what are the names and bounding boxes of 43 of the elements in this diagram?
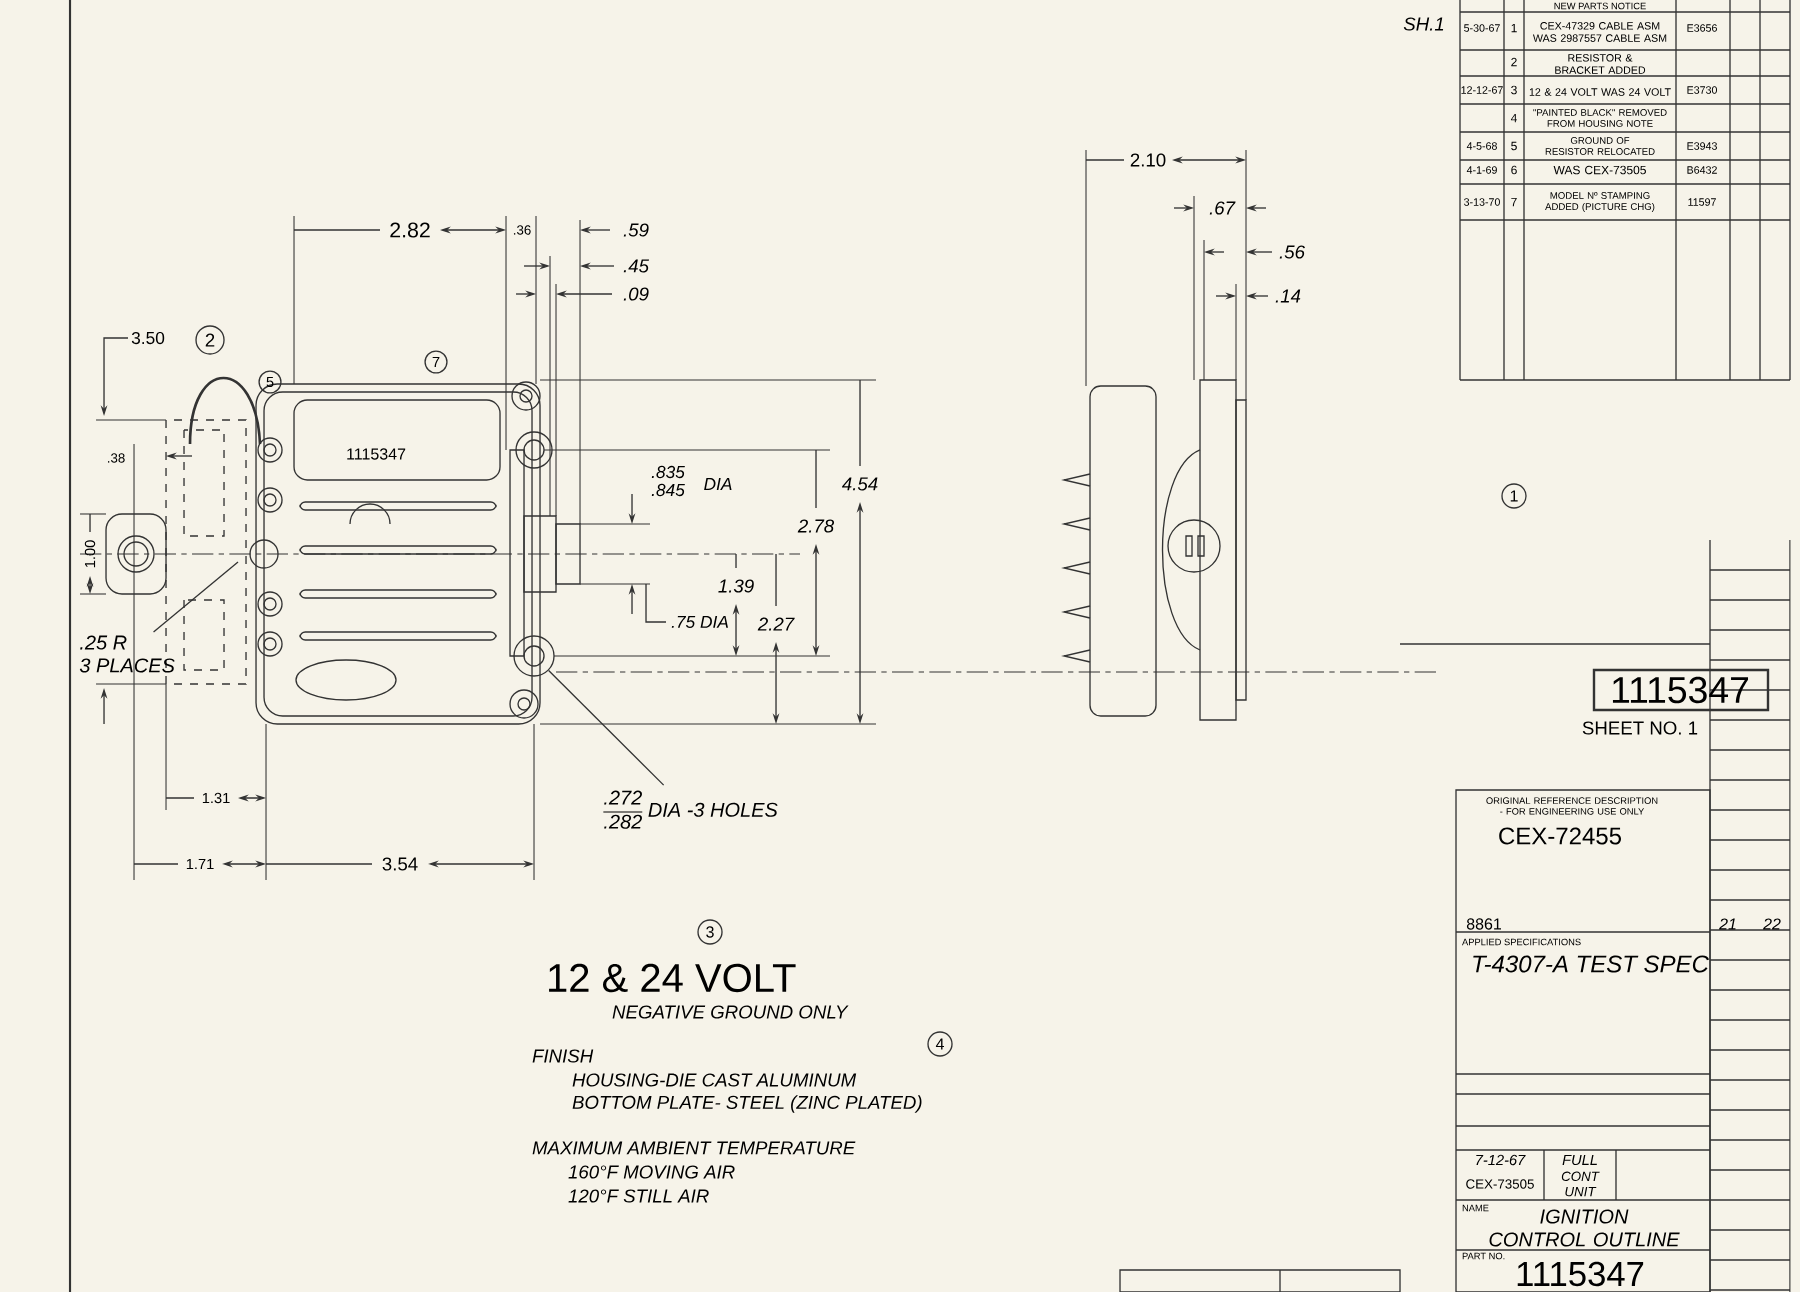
note-text: NEGATIVE GROUND ONLY: [612, 1005, 849, 1019]
title-block-text: 22: [1763, 918, 1781, 930]
callout-number: 1: [1501, 483, 1527, 509]
title-block-text: 8861: [1466, 918, 1501, 930]
sheet-label: SH.1: [1403, 17, 1444, 31]
dimension-value: .45: [623, 259, 649, 273]
note-text: FINISH: [532, 1049, 594, 1063]
title-block-text: IGNITION CONTROL OUTLINE: [1489, 1209, 1680, 1247]
leader-label: .25 R 3 PLACES: [79, 635, 175, 673]
note-text: 160°F MOVING AIR: [568, 1165, 735, 1179]
dimension-value: .09: [623, 287, 649, 301]
dimension-value: .75 DIA: [671, 615, 728, 629]
dimension-value: 4.54: [841, 477, 878, 491]
dimension-value: 2.82: [390, 222, 430, 238]
title-block-text: T-4307-A TEST SPEC: [1473, 955, 1710, 973]
dimension-value: 2.10: [1130, 153, 1166, 167]
mounting-hole: [513, 635, 555, 677]
dimension-value: 3.54: [382, 857, 418, 871]
dimension-value: 2.27: [757, 617, 795, 631]
callout-number: 3: [697, 919, 723, 945]
dimension-value: .56: [1279, 245, 1305, 259]
title-block-text: SHEET NO. 1: [1582, 721, 1698, 735]
dimension-value: .67: [1209, 201, 1236, 215]
dimension-value: 2.78: [797, 519, 835, 533]
dimension-value: DIA: [704, 478, 732, 490]
dimension-value: .14: [1275, 289, 1301, 303]
dimension-value: .845: [651, 483, 685, 497]
note-text: HOUSING-DIE CAST ALUMINUM: [572, 1073, 857, 1087]
leader-line: [152, 561, 239, 633]
dimension-value: .835: [651, 465, 685, 479]
callout-number: 4: [927, 1031, 953, 1057]
title-block-text: 21: [1719, 918, 1736, 930]
note-text: MAXIMUM AMBIENT TEMPERATURE: [532, 1141, 856, 1155]
leader-label: .272 .282 DIA -3 HOLES: [602, 790, 778, 829]
title-block-text: CEX-72455: [1499, 827, 1621, 845]
part-number: 1115347: [347, 448, 406, 460]
part-number: 1115347: [1517, 1261, 1644, 1287]
dimension-value: 1.39: [718, 579, 754, 593]
note-text: 120°F STILL AIR: [568, 1189, 709, 1203]
leader-line: [548, 669, 665, 786]
callout-number: 2: [195, 325, 225, 355]
part-number: 1115347: [1612, 676, 1748, 704]
dimension-value: .59: [623, 223, 649, 237]
